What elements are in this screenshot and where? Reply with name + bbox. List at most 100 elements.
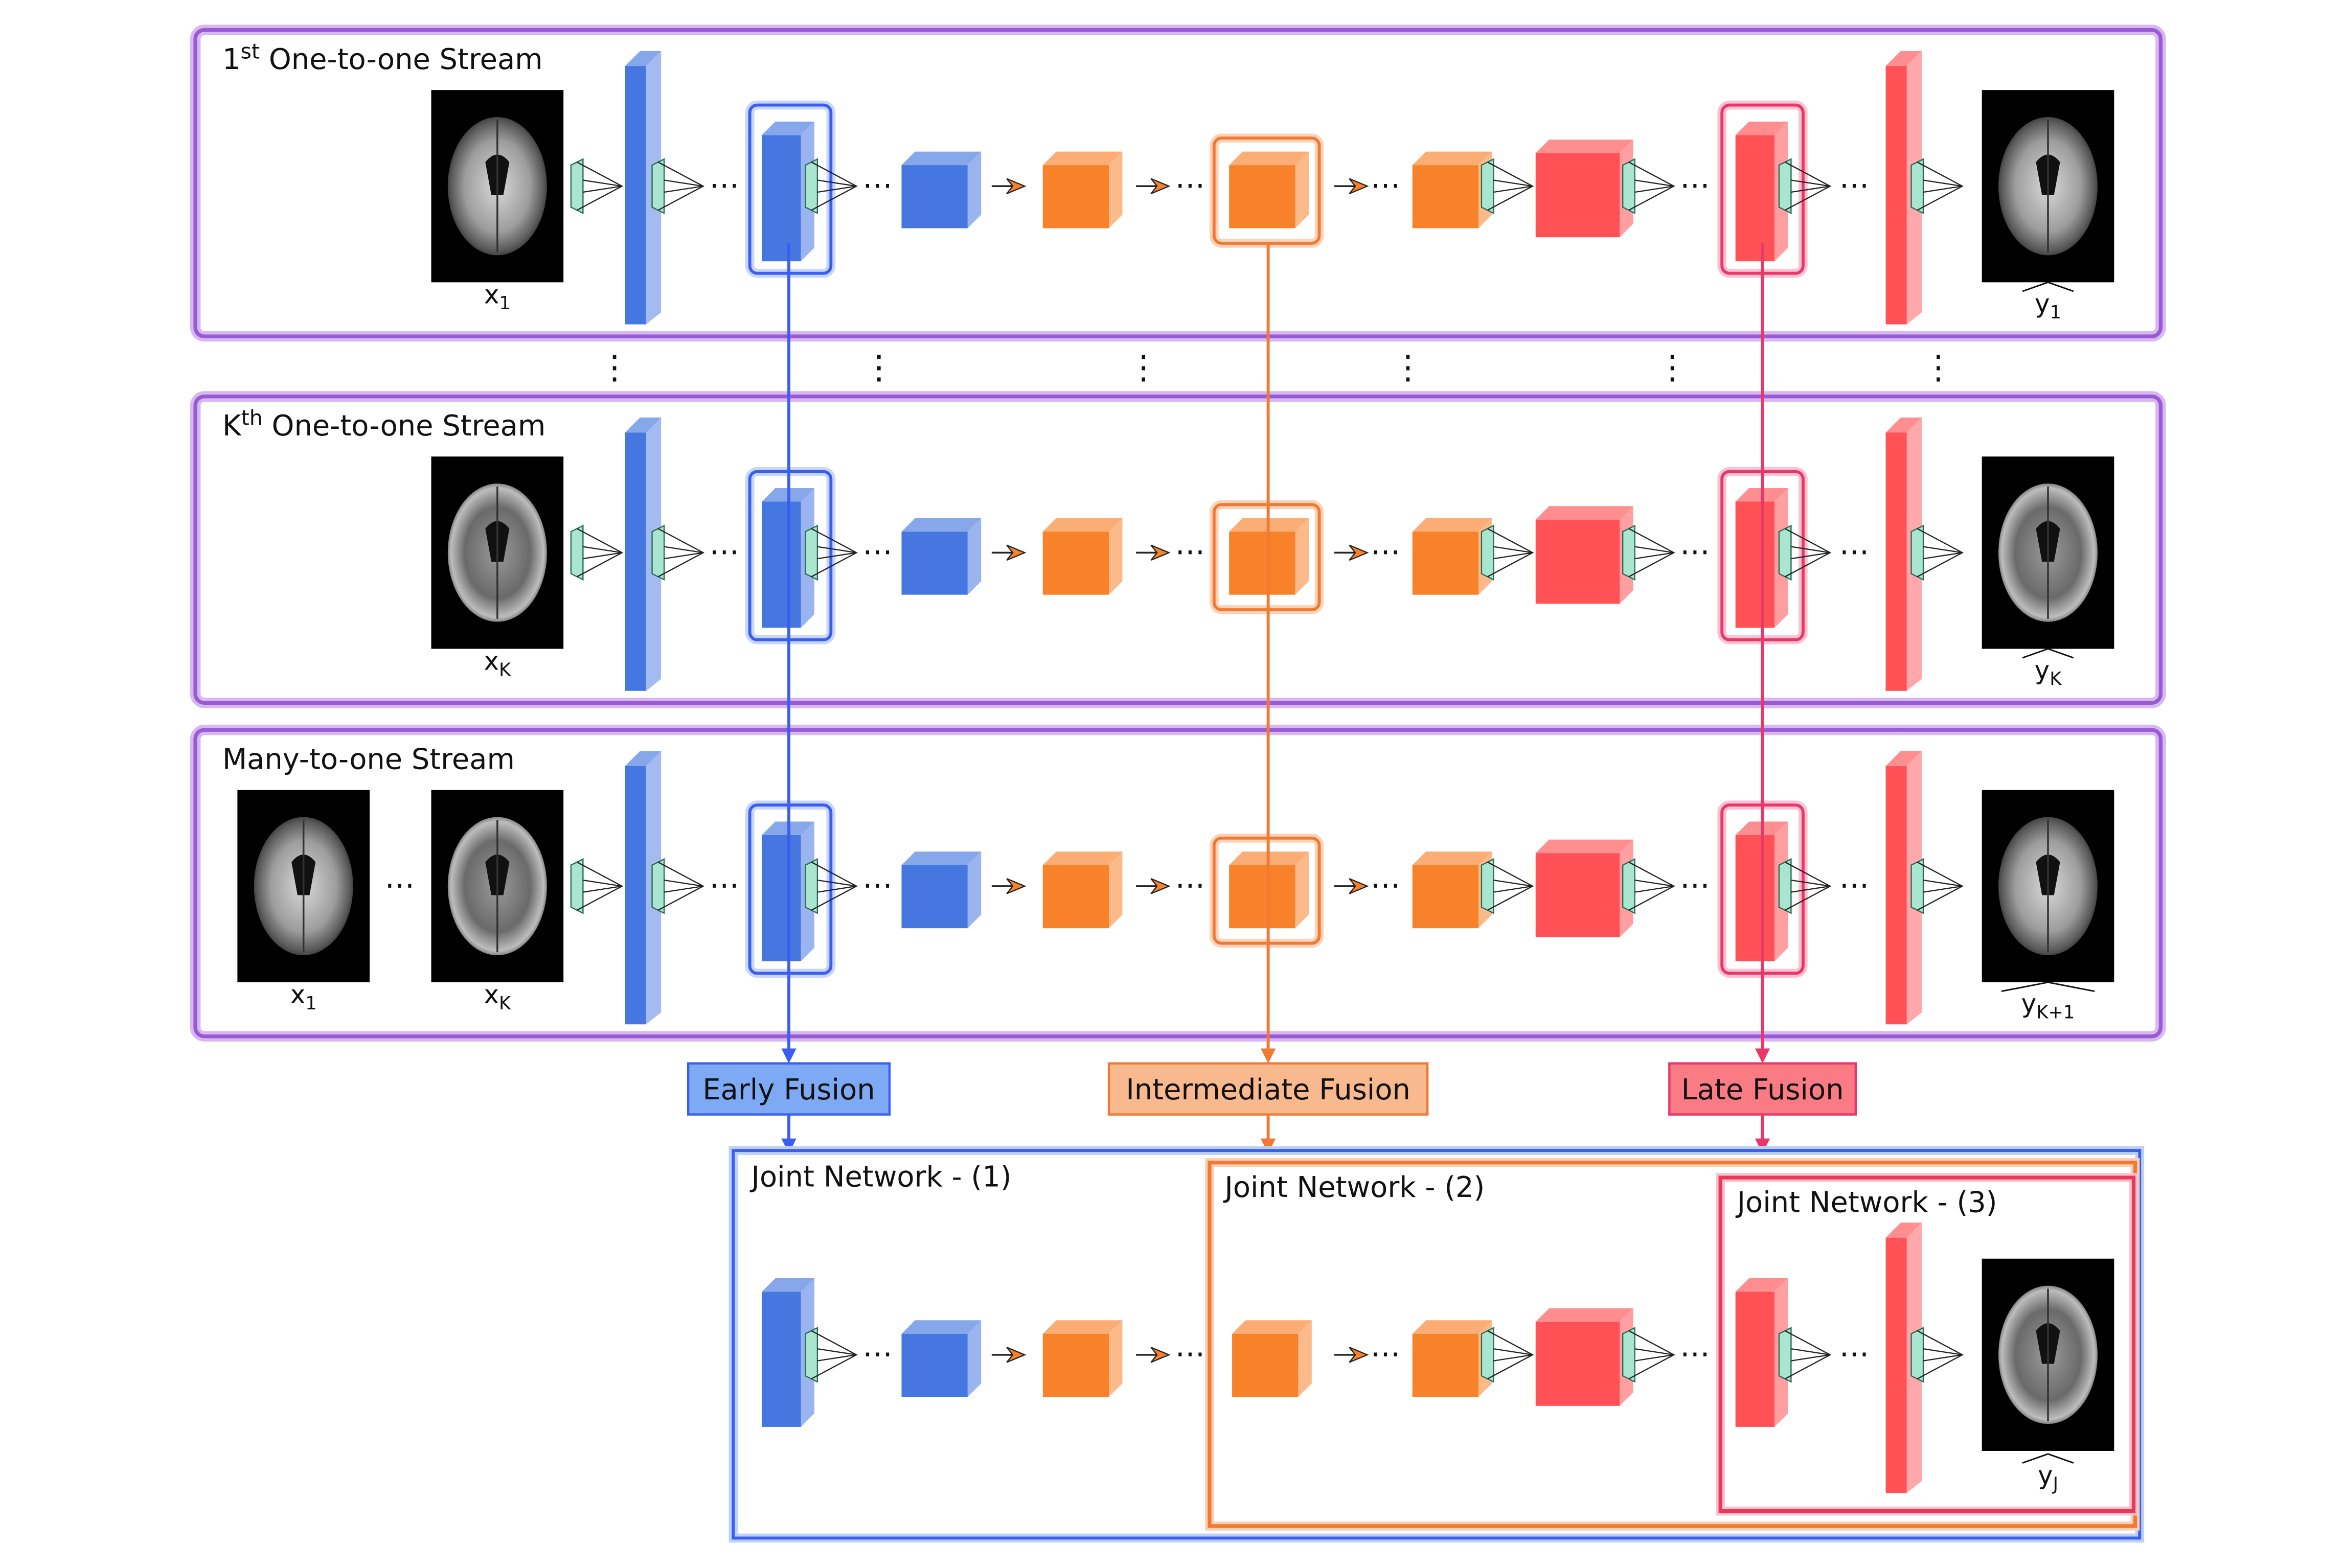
fusion-box [1668, 1062, 1857, 1116]
kernel-line [817, 1348, 857, 1356]
block-front [1042, 865, 1109, 929]
arrow-head [1349, 1347, 1369, 1363]
label-sub: K [499, 659, 511, 680]
kernel-line [1791, 179, 1831, 187]
kernel-line [1923, 879, 1963, 887]
block-front [1042, 1333, 1109, 1397]
kernel-face [1910, 524, 1924, 581]
input-image-x1 [237, 790, 370, 982]
block-front [1042, 532, 1109, 595]
arrow-icon [1334, 1347, 1369, 1363]
joint-decoder-cube [1535, 1308, 1633, 1406]
kernel-line [1791, 885, 1831, 893]
block-side [967, 518, 982, 595]
arrow-head [1349, 878, 1369, 894]
block-top [1042, 151, 1123, 166]
vertical-ellipsis: ⋮ [862, 348, 896, 386]
kernel-line [1634, 1354, 1674, 1362]
output-label: yJ [2038, 1461, 2058, 1495]
kernel-line [1634, 186, 1674, 193]
kernel-line [1634, 546, 1674, 554]
arrow-icon [1334, 878, 1369, 894]
block-front [1535, 1322, 1620, 1406]
kernel-line [1493, 552, 1533, 560]
arrow-icon [1334, 544, 1369, 561]
block-front [1735, 835, 1775, 961]
kernel-face [1622, 858, 1635, 914]
kernel-line [1923, 186, 1963, 193]
encoder-block [762, 488, 814, 628]
input-label-x1: x1 [290, 980, 317, 1014]
block-top [1042, 851, 1123, 865]
label-sub: 1 [2050, 302, 2061, 323]
ellipsis: ⋯ [862, 534, 893, 569]
block-top [1042, 1320, 1123, 1334]
block-front [762, 835, 801, 961]
conv-kernel-icon [651, 158, 704, 215]
label-sub: J [2052, 1473, 2058, 1494]
block-top [1412, 151, 1492, 166]
ellipsis: ⋯ [1680, 534, 1710, 569]
kernel-line [817, 1354, 857, 1362]
input-label: x1 [484, 280, 511, 314]
kernel-lines [1917, 861, 1964, 911]
kernel-face [1778, 858, 1792, 914]
kernel-line [583, 552, 622, 560]
hat-mark [2022, 1453, 2074, 1464]
conv-kernel-icon [1910, 1327, 1964, 1383]
kernel-line [817, 179, 857, 187]
kernel-line [1923, 552, 1963, 560]
kernel-face [651, 524, 665, 581]
block-front [1412, 1333, 1479, 1397]
block-side [967, 1320, 982, 1397]
ellipsis: ⋯ [384, 867, 415, 902]
output-label: y1 [2035, 289, 2061, 323]
block-top [1535, 839, 1633, 854]
kernel-face [1778, 524, 1792, 581]
conv-kernel-icon [805, 524, 858, 581]
joint-network-title-2: Joint Network - (2) [1223, 1171, 1485, 1204]
ellipsis: ⋯ [1839, 534, 1869, 569]
block-front [1229, 865, 1295, 929]
label-base: x [484, 280, 499, 309]
block-top [762, 1278, 814, 1292]
label-base: y [2035, 655, 2050, 685]
block-side [1295, 851, 1309, 929]
arrow-head [1349, 178, 1369, 195]
kernel-line [1791, 1348, 1831, 1356]
output-image [1982, 90, 2114, 283]
stream-border [193, 28, 2163, 338]
fusion-label: Early Fusion [702, 1073, 875, 1106]
block-side [1109, 1320, 1123, 1397]
slab-top [625, 751, 662, 766]
joint-bottleneck-cube [1412, 1320, 1492, 1397]
block-side [1109, 518, 1123, 595]
output-label-group: yK+1 [2001, 981, 2095, 1023]
arrow-head [1006, 878, 1027, 894]
label-sub: K+1 [2036, 1002, 2075, 1023]
hat-mark [2022, 281, 2074, 292]
block-top [1412, 851, 1492, 865]
joint-bottleneck-cube [1042, 1320, 1123, 1397]
kernel-lines [657, 162, 704, 211]
slab-top [1885, 51, 1922, 66]
conv-kernel-icon [1910, 524, 1964, 581]
kernel-face [805, 858, 818, 914]
ellipsis: ⋯ [1839, 167, 1869, 202]
hat-mark [2001, 981, 2095, 993]
kernel-lines [1785, 1330, 1832, 1379]
slab-top [625, 51, 662, 66]
conv-kernel-icon [570, 524, 624, 581]
arrow-head [1006, 1347, 1027, 1363]
kernel-face [805, 1327, 818, 1383]
conv-kernel-icon [805, 1327, 858, 1383]
kernel-face [570, 858, 584, 914]
input-label-xk: xK [484, 980, 511, 1014]
arrow-head [1150, 878, 1171, 894]
output-label: yK+1 [2021, 989, 2075, 1023]
joint-network-3-box [1718, 1175, 2136, 1513]
block-top [1232, 1320, 1312, 1334]
block-side [1298, 1320, 1312, 1397]
